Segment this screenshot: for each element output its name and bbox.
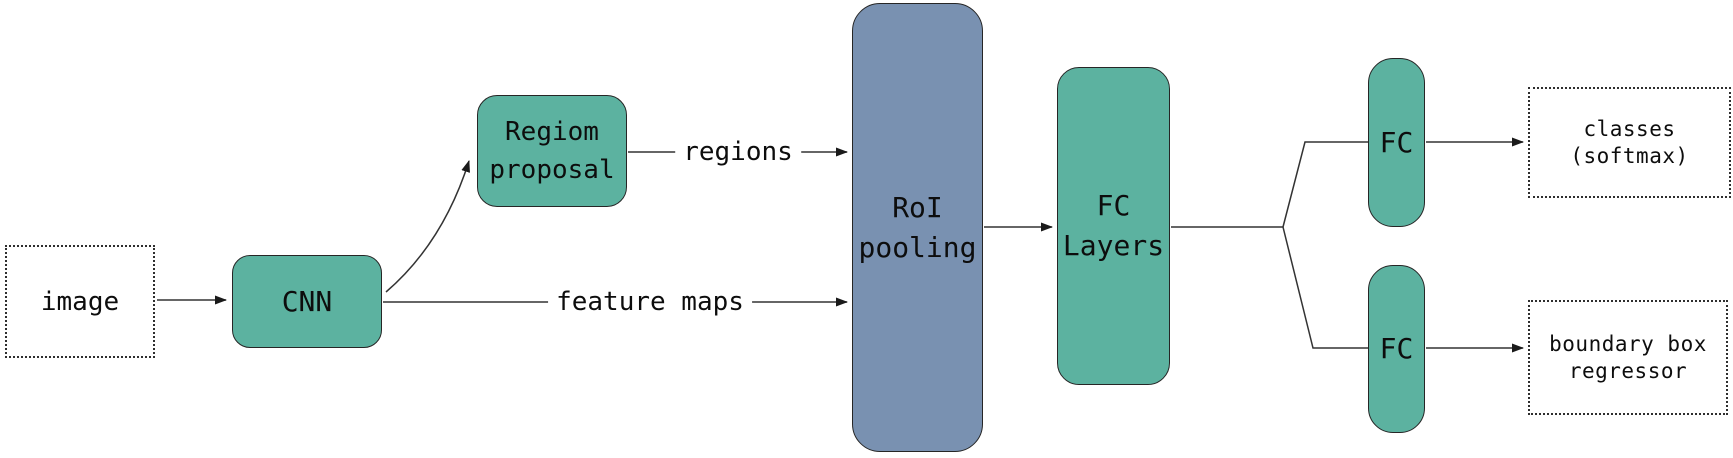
fc-layers-node: FC Layers [1057, 67, 1170, 385]
region-proposal-node: Regiom proposal [477, 95, 627, 207]
edge-cnn-to-region-proposal [385, 160, 470, 293]
fc-top-node: FC [1368, 58, 1425, 227]
roi-pooling-node-label: RoI pooling [858, 190, 977, 264]
fc-layers-node-label: FC Layers [1062, 189, 1165, 262]
image-node: image [5, 245, 155, 358]
roi-pooling-node: RoI pooling [852, 3, 983, 452]
fc-bottom-node-label: FC [1379, 332, 1414, 365]
classes-output-node: classes (softmax) [1528, 87, 1731, 198]
cnn-node: CNN [232, 255, 382, 348]
fork-upper-branch [1282, 141, 1368, 228]
boundary-regressor-node-label: boundary box regressor [1549, 331, 1707, 383]
cnn-node-label: CNN [281, 284, 333, 318]
fork-lower-branch [1282, 226, 1368, 349]
region-proposal-node-label: Regiom proposal [489, 117, 615, 185]
edge-label-regions: regions [675, 137, 801, 167]
fc-top-node-label: FC [1379, 125, 1414, 159]
image-node-label: image [40, 286, 120, 317]
boundary-regressor-node: boundary box regressor [1528, 300, 1728, 415]
fc-bottom-node: FC [1368, 265, 1425, 433]
classes-output-node-label: classes (softmax) [1570, 116, 1689, 168]
edge-label-feature-maps: feature maps [548, 287, 752, 317]
